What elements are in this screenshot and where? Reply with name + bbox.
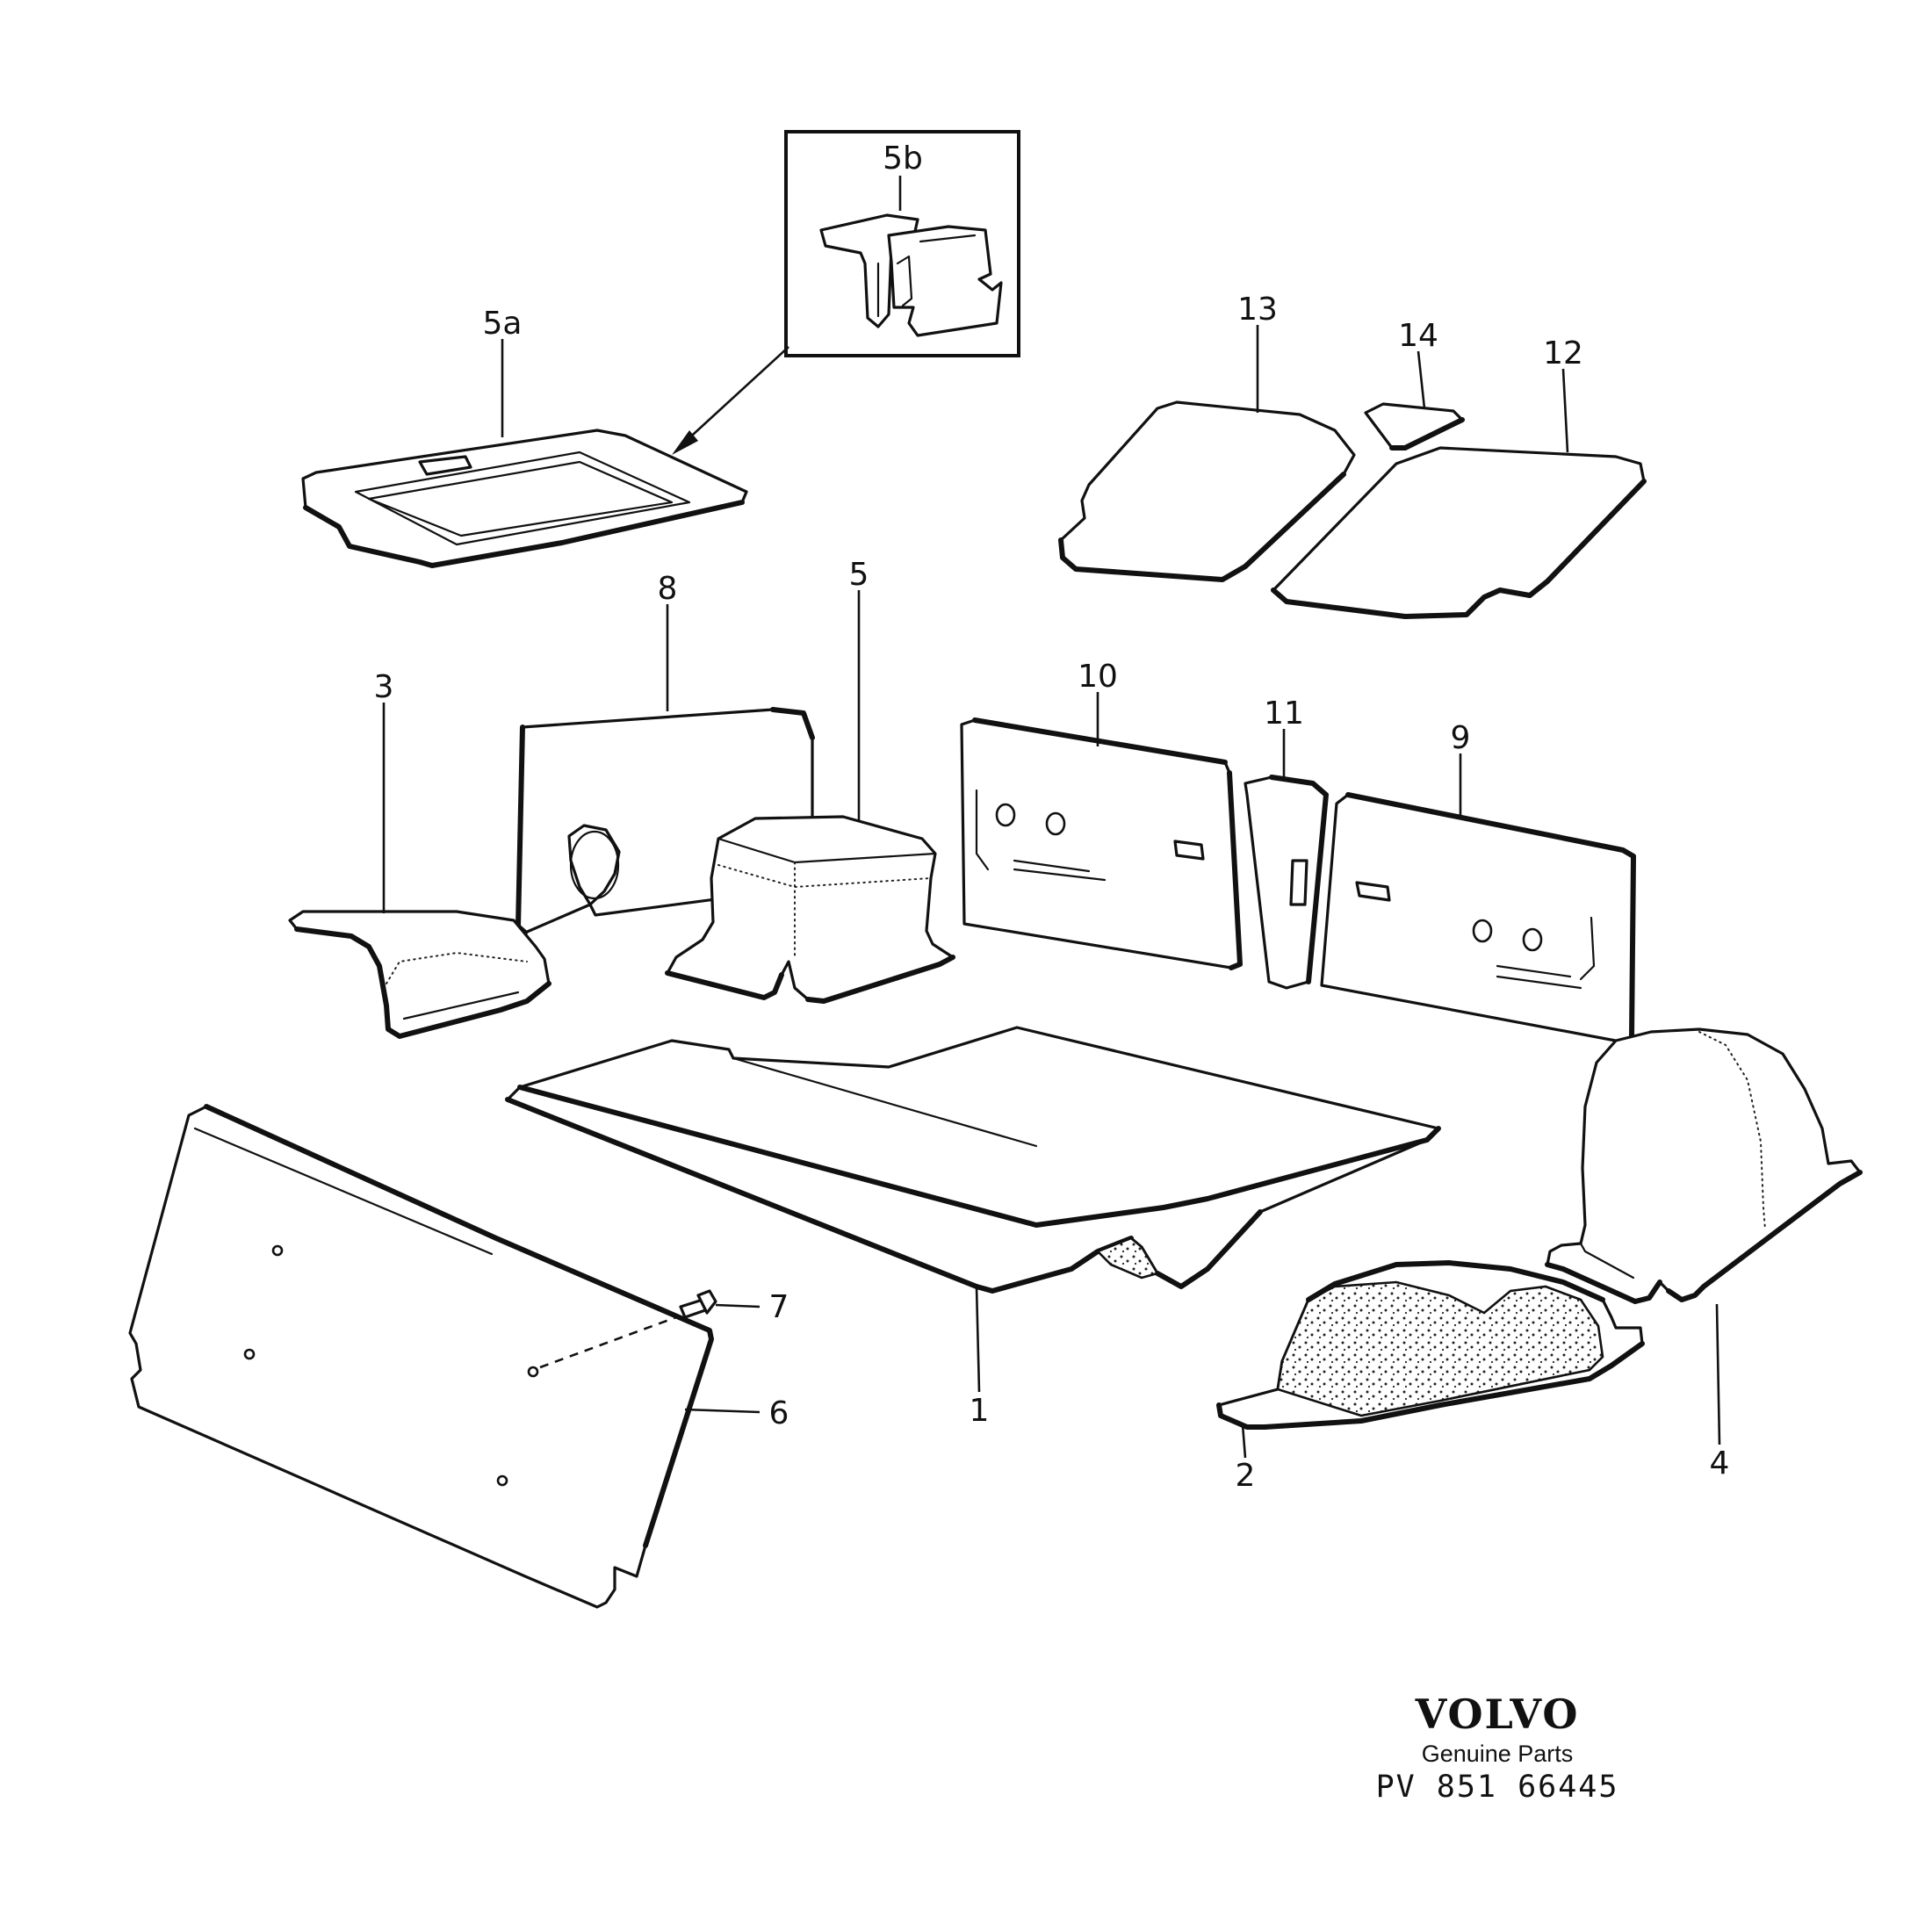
part-4-wheel-housing-cover — [1545, 1027, 1863, 1304]
part-9-trunk-side-trim — [1320, 792, 1636, 1043]
callout-2: 2 — [1236, 1458, 1256, 1494]
leader-lines — [382, 176, 1721, 1459]
callout-3: 3 — [374, 669, 394, 705]
part-10-trunk-side-trim — [960, 717, 1243, 970]
brand-tagline: Genuine Parts — [1421, 1741, 1574, 1767]
part-1-trunk-floor-mat — [505, 1026, 1441, 1294]
callout-14: 14 — [1398, 318, 1438, 354]
part-11-center-trim — [1244, 775, 1329, 990]
part-12-floor-mat — [1271, 446, 1647, 619]
brand-block: VOLVO Genuine Parts — [1366, 1690, 1629, 1770]
callout-10: 10 — [1078, 659, 1118, 695]
callout-13: 13 — [1237, 292, 1278, 328]
callout-5a: 5a — [483, 306, 523, 342]
part-6-rear-panel — [128, 1104, 714, 1609]
callout-7: 7 — [769, 1289, 789, 1325]
part-5a-tray — [301, 429, 748, 568]
part-13-floor-mat — [1058, 400, 1356, 582]
part-5-cover-block — [665, 815, 955, 1004]
callout-8: 8 — [658, 571, 678, 607]
volvo-logo: VOLVO — [1415, 1690, 1580, 1738]
drawing-number: PV 851 66445 — [1375, 1770, 1619, 1805]
part-3-wheel-arch-cover — [288, 910, 551, 1039]
part-14-small-mat — [1364, 402, 1465, 451]
inset-arrow — [682, 346, 789, 444]
callout-1: 1 — [970, 1393, 990, 1429]
callout-5: 5 — [849, 557, 869, 593]
callout-9: 9 — [1451, 720, 1471, 756]
part-2-wheel-arch-liner — [1216, 1260, 1645, 1430]
callout-labels: 5b 5a 13 14 12 8 5 3 10 11 9 7 6 1 2 4 — [374, 141, 1730, 1494]
callout-11: 11 — [1264, 696, 1304, 732]
arrow-head — [672, 430, 698, 455]
callout-5b: 5b — [883, 141, 923, 177]
callout-12: 12 — [1543, 335, 1583, 371]
detail-inset-5b — [784, 130, 1020, 357]
callout-4: 4 — [1710, 1445, 1730, 1481]
part-7-screw — [679, 1289, 761, 1319]
callout-6: 6 — [769, 1395, 789, 1431]
